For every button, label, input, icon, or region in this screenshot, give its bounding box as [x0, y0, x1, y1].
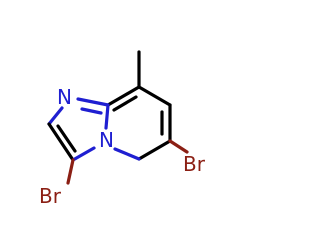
bond-c8a-n-imine-inner	[80, 107, 103, 115]
bond-n-imine-c2	[47, 106, 64, 126]
bond-n-bridge-c8a	[104, 103, 110, 130]
bond-c6-br-right	[168, 139, 189, 154]
bond-c8a-c8-inner	[112, 95, 138, 112]
atom-label-br-left: Br	[39, 184, 62, 208]
bond-c3-n-bridge	[71, 146, 96, 162]
bond-c8-c7	[137, 85, 172, 107]
bond-c3-br-left	[66, 158, 75, 185]
bond-c5-n-bridge	[113, 147, 141, 161]
bond-c2-c3	[47, 122, 75, 162]
molecule-diagram: N N Br Br	[39, 50, 206, 208]
atom-label-n-bridge: N	[99, 128, 114, 152]
atom-label-n-imine: N	[57, 85, 72, 109]
bond-c6-c5	[137, 139, 172, 161]
atom-label-br-right: Br	[183, 152, 206, 176]
bond-c2-c3-inner	[56, 124, 77, 153]
bond-c8a-c8	[106, 85, 141, 107]
bond-c8a-n-imine	[76, 97, 110, 107]
